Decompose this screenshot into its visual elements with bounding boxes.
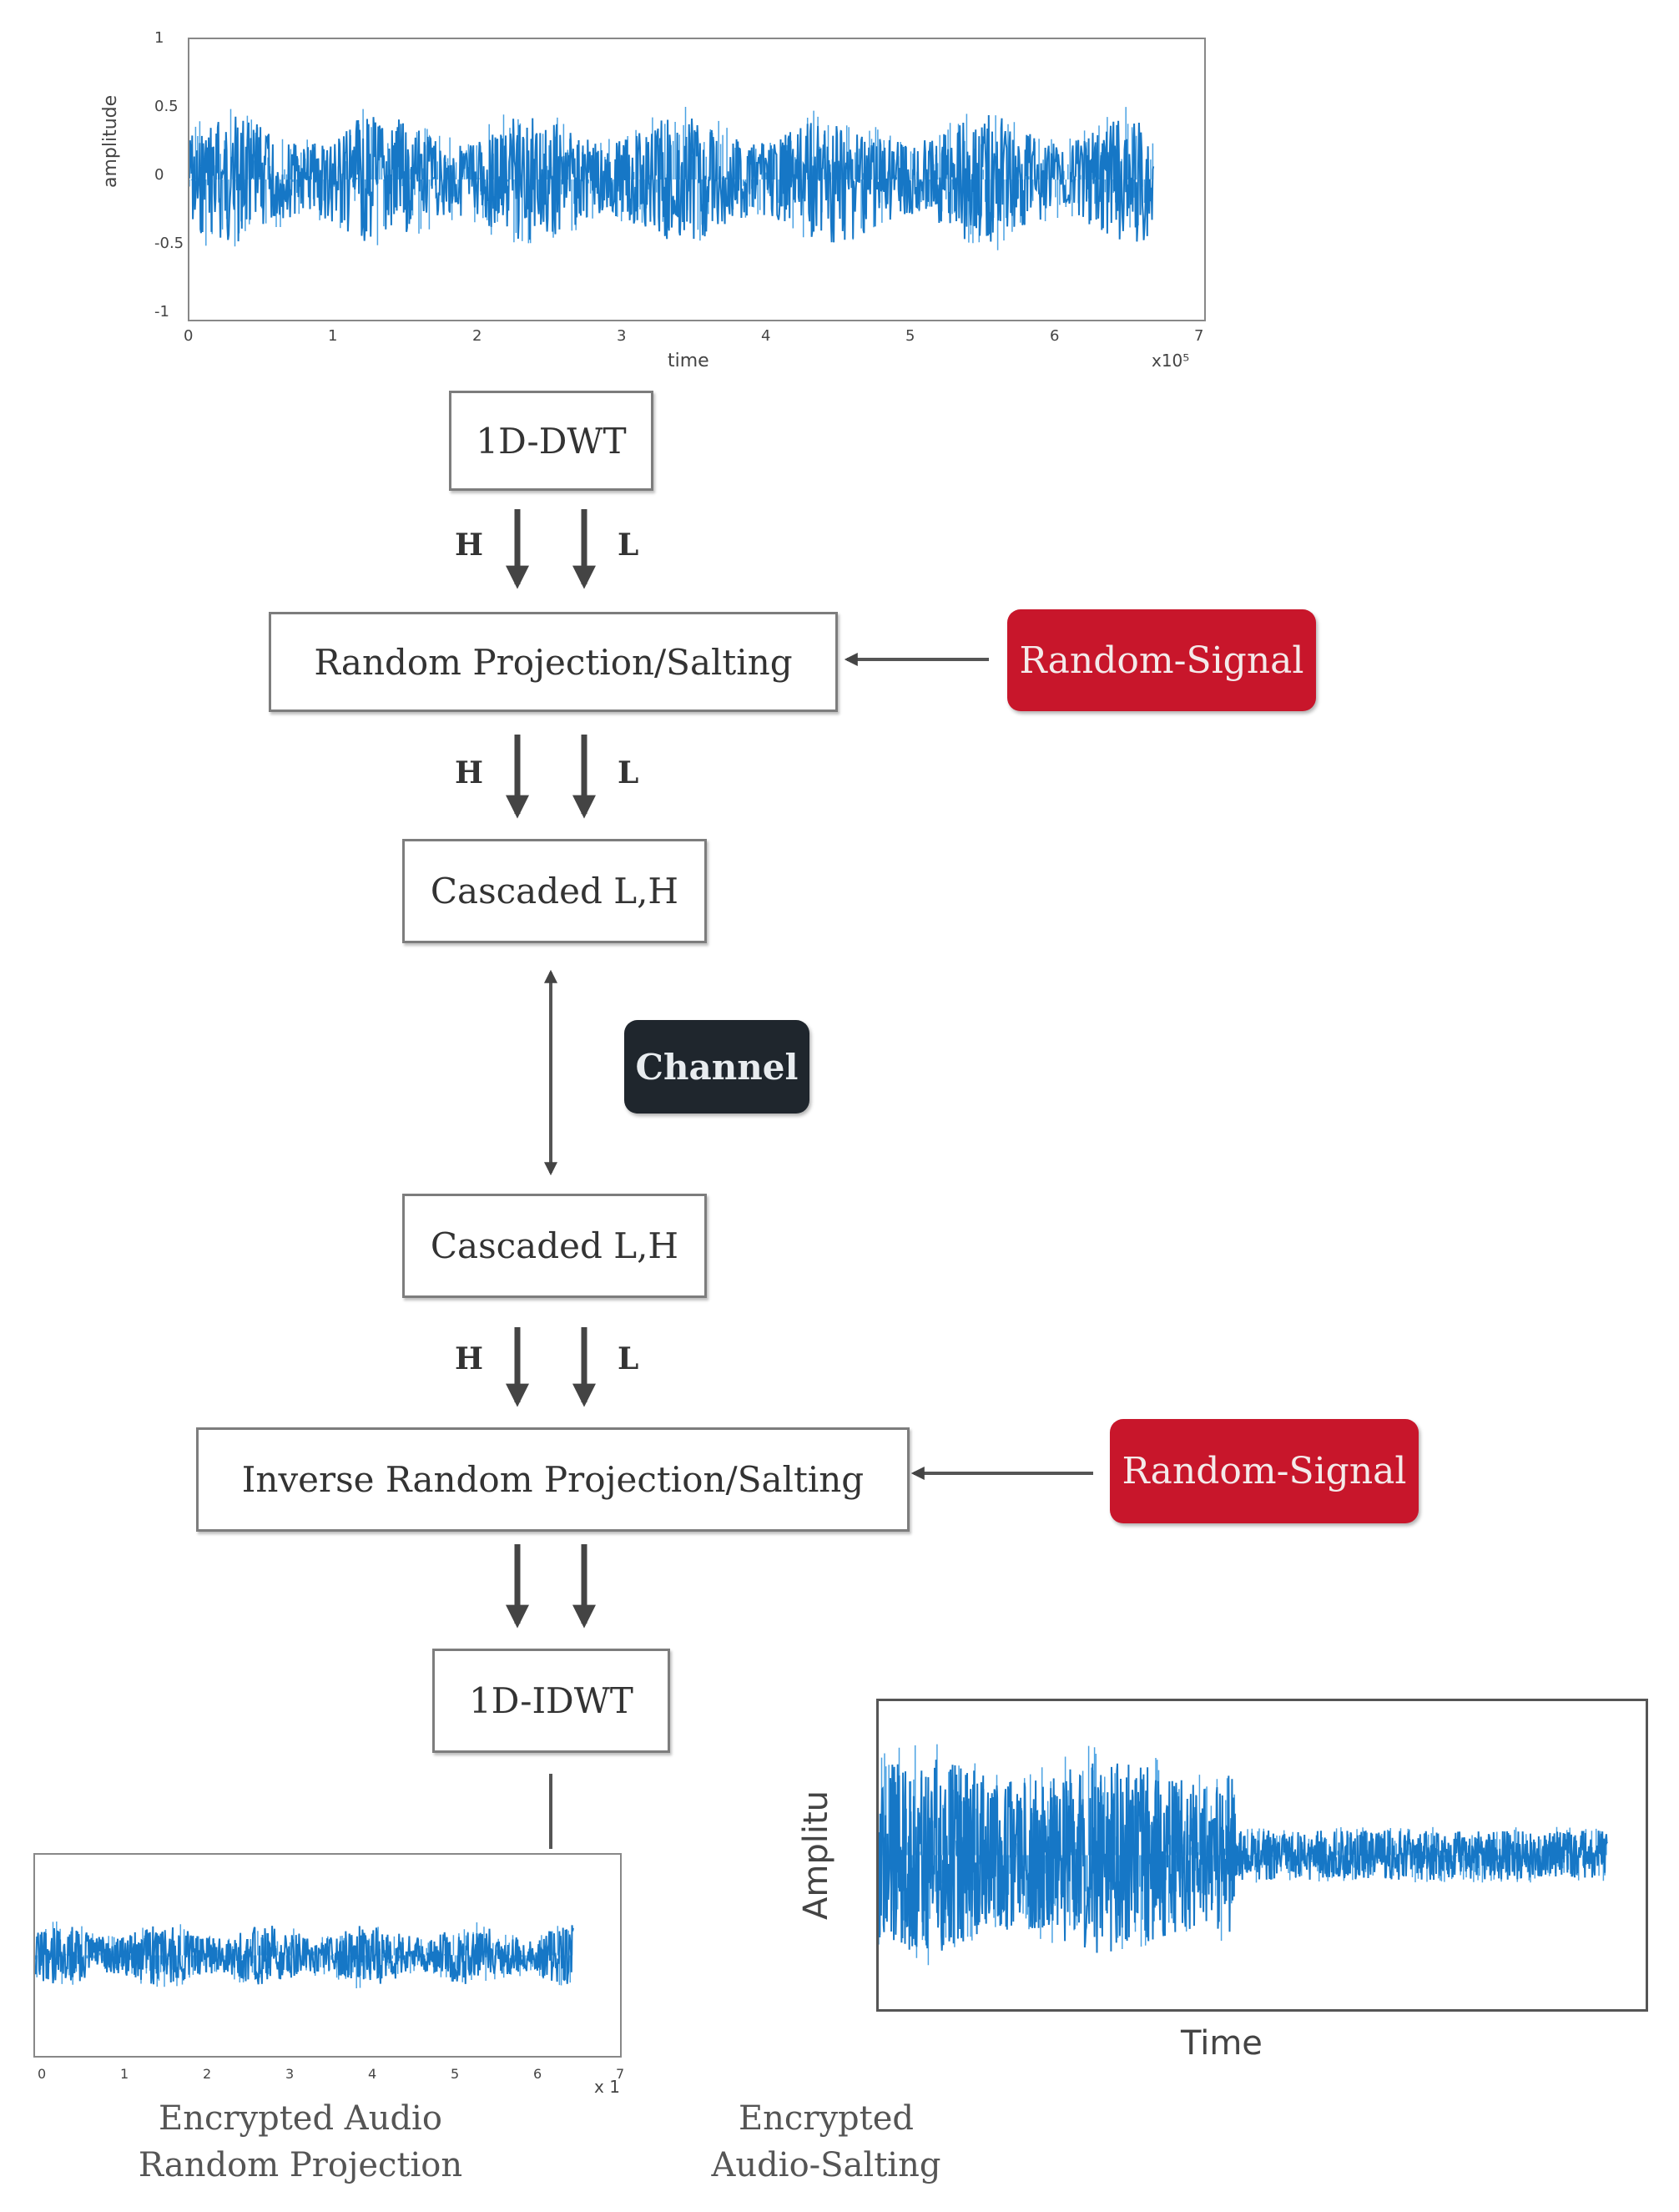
tick-label: 0	[154, 166, 164, 184]
encrypted-salting-waveform	[879, 1744, 1608, 1966]
waveform-line	[35, 1925, 574, 1985]
bottom-left-waveform-plot	[33, 1853, 622, 2058]
label-l-2: L	[618, 755, 639, 790]
tick-label: 4	[761, 327, 771, 345]
caption-salting: Encrypted Audio-Salting	[711, 2099, 941, 2184]
dwt-box: 1D-DWT	[449, 391, 653, 491]
tick-label: 6	[1050, 327, 1060, 345]
waveform-line	[189, 114, 1155, 243]
bottom-right-xlabel: Time	[1181, 2024, 1263, 2063]
tick-label: 3	[285, 2066, 295, 2082]
tick-label: 7	[1194, 327, 1204, 345]
tick-label: 0.5	[154, 98, 179, 115]
top-plot-xlabel: time	[668, 351, 709, 371]
top-waveform-plot	[188, 38, 1206, 321]
tick-label: 1	[328, 327, 338, 345]
tick-label: 1	[154, 29, 164, 47]
tick-label: 0	[184, 327, 194, 345]
cascaded-box-bottom: Cascaded L,H	[402, 1194, 707, 1298]
random-signal-badge-2: Random-Signal	[1110, 1419, 1419, 1523]
encrypted-projection-waveform	[35, 1922, 574, 1988]
tick-label: 2	[472, 327, 482, 345]
tick-label: 6	[533, 2066, 542, 2082]
label-h-3: H	[455, 1341, 484, 1376]
tick-label: 7	[616, 2066, 625, 2082]
channel-badge: Channel	[624, 1020, 809, 1114]
cascaded-box-top: Cascaded L,H	[402, 839, 707, 943]
waveform-line	[879, 1760, 1608, 1953]
tick-label: 4	[368, 2066, 377, 2082]
random-projection-box: Random Projection/Salting	[269, 612, 838, 712]
top-waveform	[189, 107, 1155, 250]
tick-label: 3	[617, 327, 627, 345]
tick-label: 2	[203, 2066, 212, 2082]
tick-label: -0.5	[154, 235, 184, 252]
tick-label: 5	[905, 327, 915, 345]
label-h-2: H	[455, 755, 484, 790]
tick-label: -1	[154, 303, 169, 321]
tick-label: 0	[38, 2066, 47, 2082]
idwt-box: 1D-IDWT	[432, 1649, 670, 1753]
bottom-left-x-exponent: x 1	[594, 2077, 620, 2097]
label-l-1: L	[618, 528, 639, 563]
tick-label: 1	[120, 2066, 129, 2082]
tick-label: 5	[451, 2066, 460, 2082]
top-plot-x-exponent: x10⁵	[1152, 351, 1190, 371]
bottom-right-ylabel: Amplitu	[797, 1790, 835, 1920]
caption-random-projection: Encrypted Audio Random Projection	[138, 2099, 463, 2184]
label-h-1: H	[455, 528, 484, 563]
random-signal-badge-1: Random-Signal	[1007, 609, 1316, 711]
inverse-projection-box: Inverse Random Projection/Salting	[196, 1427, 910, 1532]
bottom-right-waveform-plot	[876, 1699, 1648, 2012]
label-l-3: L	[618, 1341, 639, 1376]
